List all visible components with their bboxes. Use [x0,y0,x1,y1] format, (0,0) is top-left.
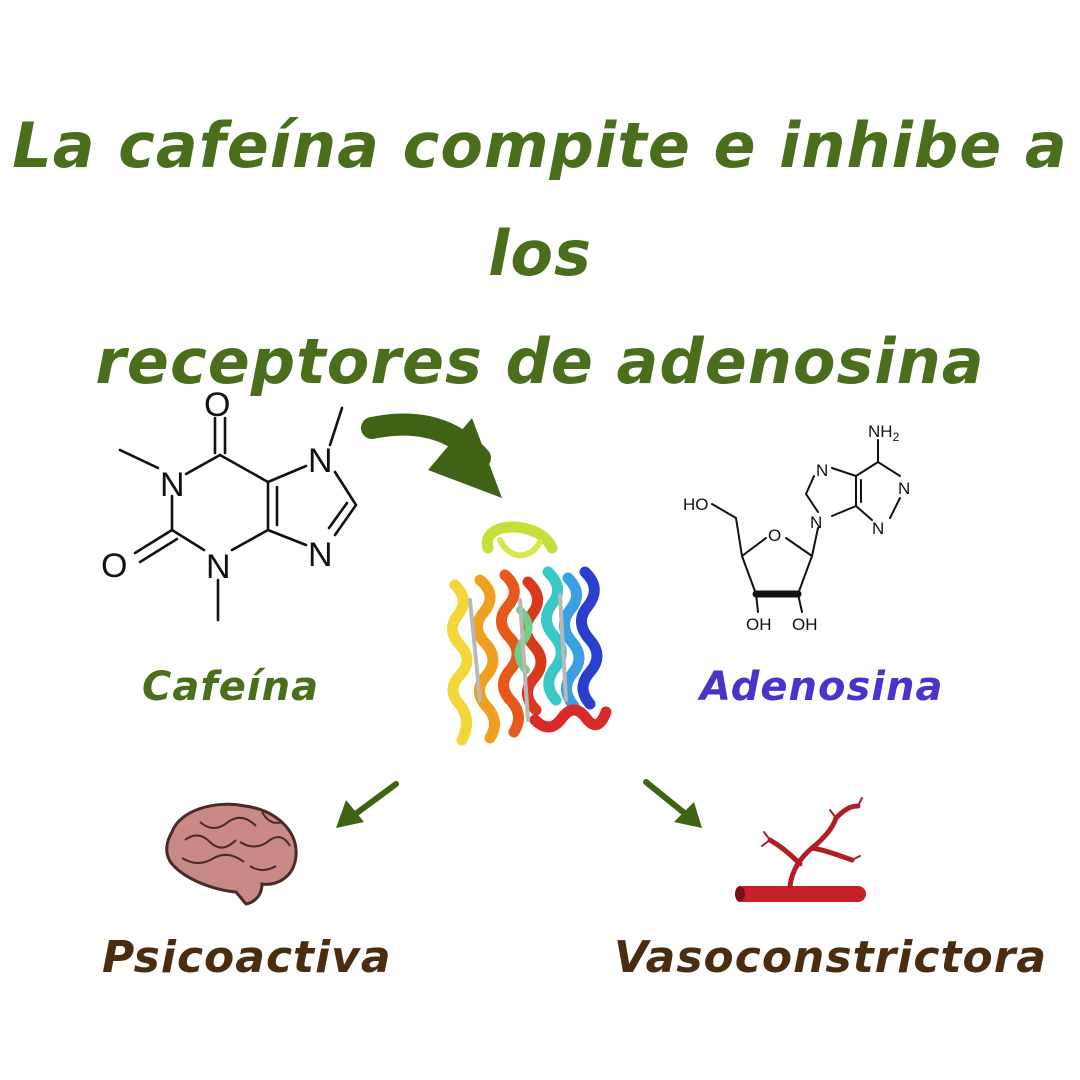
adenosine-atom-n-a: N [898,479,910,498]
adenosine-atom-oh-1: OH [746,615,772,634]
adenosine-atom-nh2: NH2 [868,422,900,444]
adenosine-atom-n-d: N [810,513,822,532]
page-title: La cafeína compite e inhibe a los recept… [0,92,1080,416]
adenosine-atom-n-c: N [816,461,828,480]
vasoconstrictor-label: Vasoconstrictora [614,932,1048,983]
adenosine-atom-oh-2: OH [792,615,818,634]
caffeine-label: Cafeína [142,664,320,710]
title-line-2: receptores de adenosina [95,325,985,398]
caffeine-atom-n3: N [206,548,231,586]
caffeine-atom-n9: N [308,536,333,574]
adenosine-atom-o-ring: O [768,526,781,545]
title-line-1: La cafeína compite e inhibe a los [12,109,1068,290]
adenosine-atom-ho: HO [683,495,709,514]
caffeine-atom-n1: N [160,466,185,504]
caffeine-atom-n7: N [308,442,333,480]
psychoactive-label: Psicoactiva [102,932,392,983]
caffeine-atom-o-left: O [101,547,127,585]
adenosine-atom-n-b: N [872,519,884,538]
caffeine-atom-o-top: O [204,386,230,424]
adenosine-label: Adenosina [700,664,944,710]
